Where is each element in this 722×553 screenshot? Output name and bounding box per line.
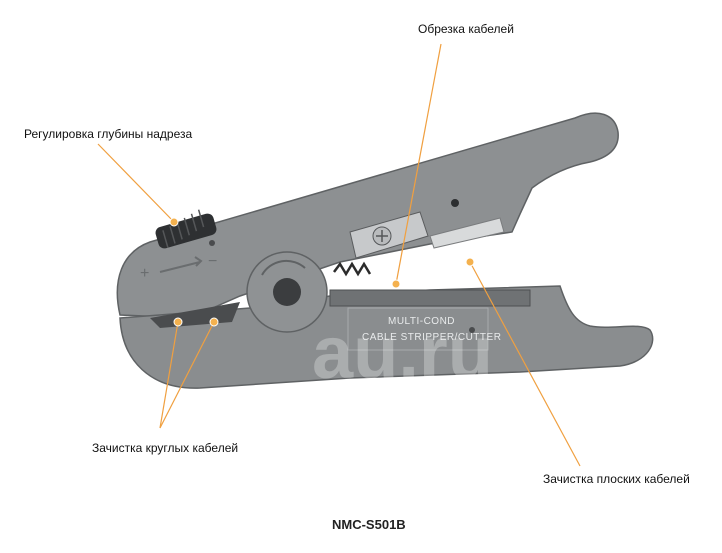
- rotate-arrow: [261, 259, 306, 276]
- print-panel: [347, 307, 489, 351]
- plus-symbol: +: [140, 265, 149, 282]
- cutting-blade: [429, 217, 505, 249]
- tool-print-line2: CABLE STRIPPER/CUTTER: [362, 332, 501, 343]
- label-cable-cutting: Обрезка кабелей: [418, 22, 514, 36]
- adjust-arrow-icon: [159, 256, 203, 273]
- pivot-center: [273, 278, 301, 306]
- leader-depth-adjust: [97, 143, 175, 223]
- rivet: [469, 327, 475, 333]
- model-number: NMC-S501B: [332, 517, 406, 532]
- rivet: [209, 240, 215, 246]
- minus-symbol: −: [208, 253, 217, 270]
- tool-print-line1: MULTI-COND: [388, 316, 455, 327]
- watermark-brand: au.ru: [312, 311, 493, 394]
- label-depth-adjust: Регулировка глубины надреза: [24, 127, 193, 141]
- leader-flat-strip: [469, 261, 581, 467]
- depth-adjust-knob: [155, 213, 217, 249]
- tool-upper-handle: [116, 112, 619, 319]
- spring: [333, 261, 372, 277]
- flat-strip-channel: [329, 289, 531, 307]
- leader-round-strip-1: [159, 321, 179, 429]
- label-round-strip: Зачистка круглых кабелей: [92, 441, 239, 455]
- body-hole: [451, 199, 459, 207]
- leader-cable-cutting: [395, 43, 442, 285]
- leader-round-strip-2: [159, 321, 215, 429]
- label-flat-strip: Зачистка плоских кабелей: [543, 472, 690, 486]
- leader-markers: [169, 217, 475, 327]
- watermark-tagline: интернет-аукцион: [322, 388, 471, 408]
- leader-lines: [97, 43, 581, 467]
